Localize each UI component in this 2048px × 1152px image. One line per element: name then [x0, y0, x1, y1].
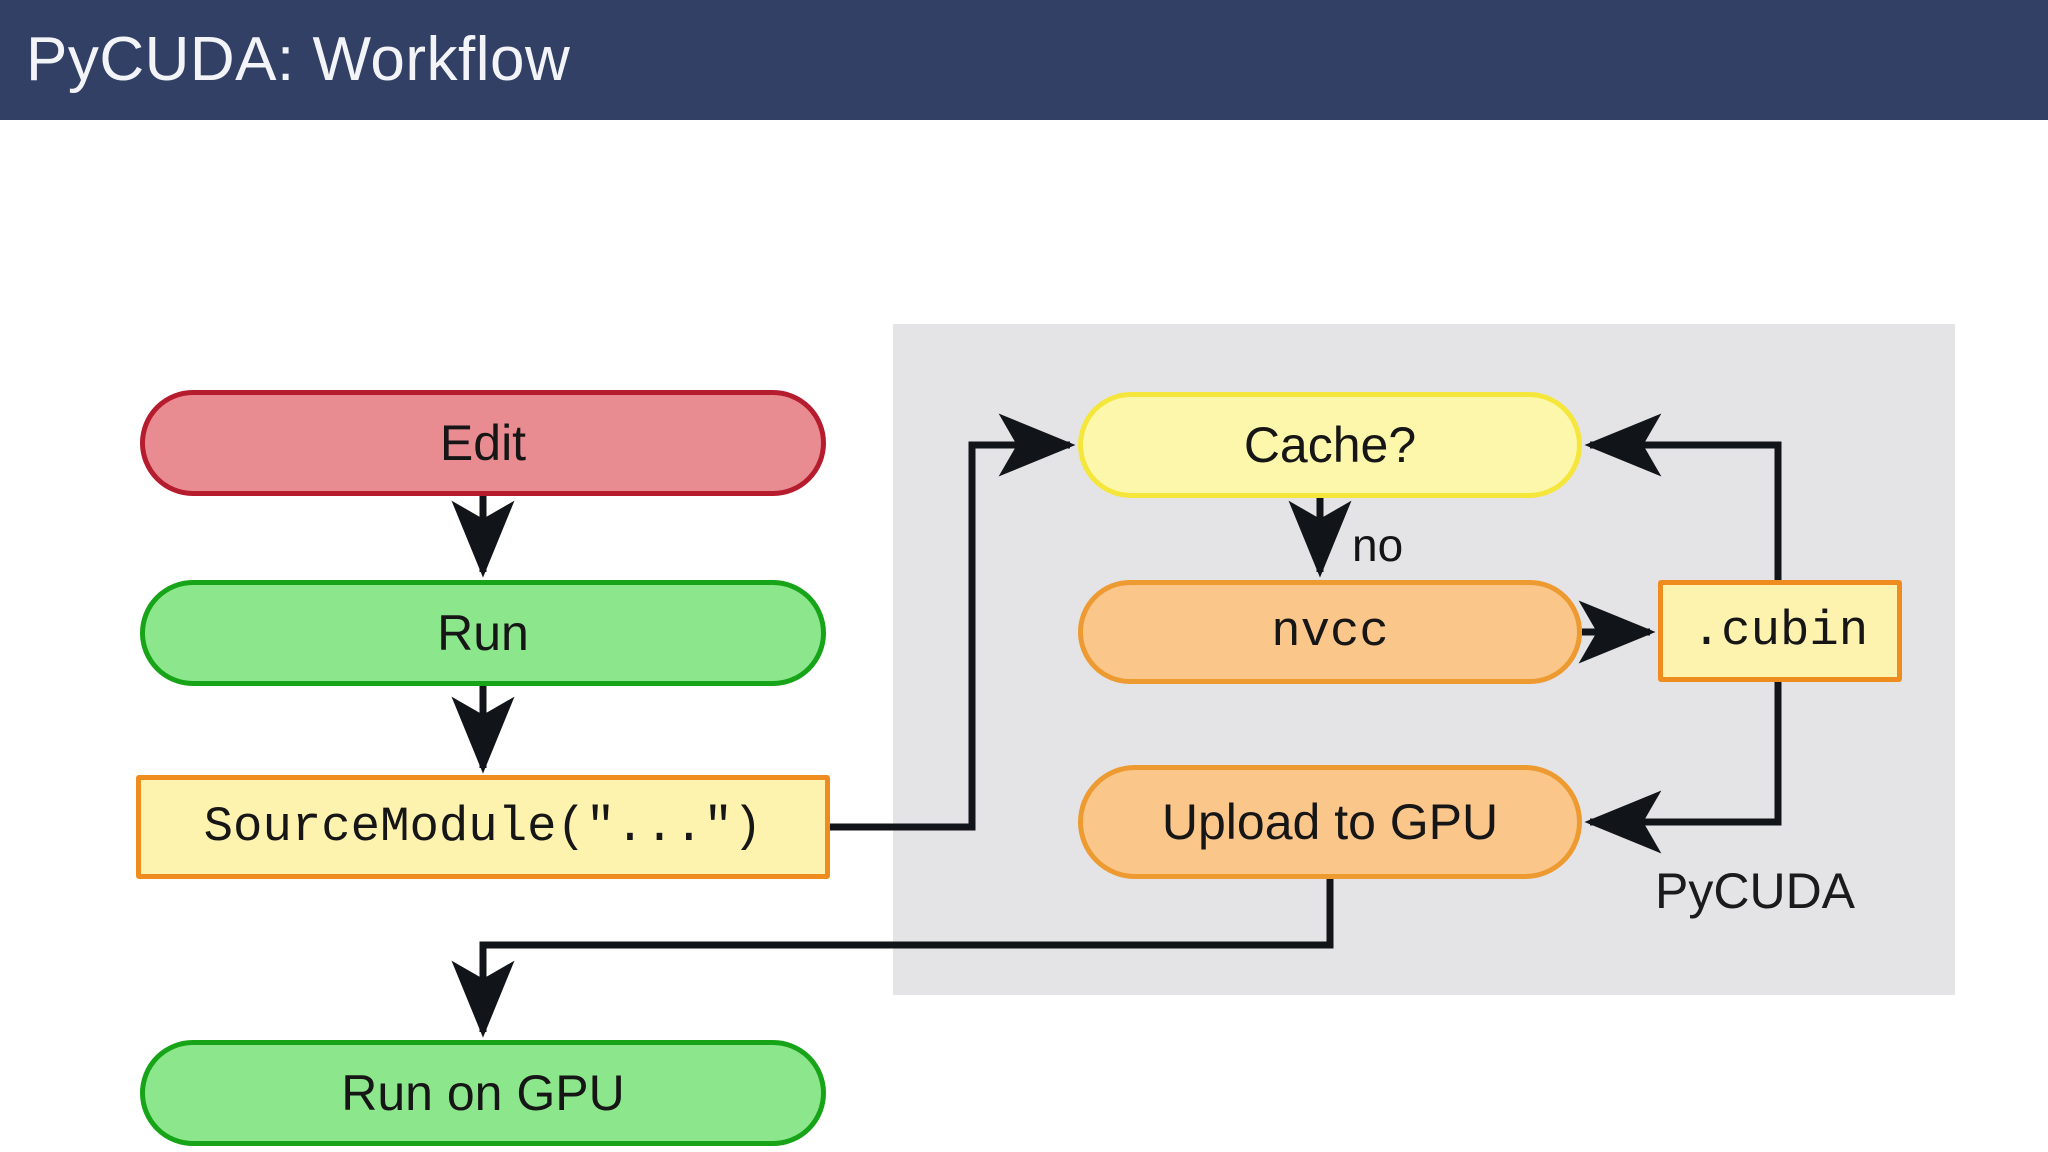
connector-layer [451, 413, 1782, 1038]
node-run[interactable]: Run [140, 580, 826, 686]
node-upload[interactable]: Upload to GPU [1078, 765, 1582, 879]
workflow-diagram: PyCUDA no Edit Run SourceModule("...") C… [0, 120, 2048, 1152]
node-cubin[interactable]: .cubin [1658, 580, 1902, 682]
node-cache[interactable]: Cache? [1078, 392, 1582, 498]
page-title: PyCUDA: Workflow [26, 25, 571, 94]
edge-sourcemodule-to-cache [830, 413, 1076, 831]
header-bar-notch [2008, 0, 2048, 116]
edge-cubin-to-cache [1584, 413, 1782, 580]
edge-upload-to-run-on-gpu [451, 879, 1334, 1038]
edge-label-no: no [1352, 519, 1404, 571]
node-edit[interactable]: Edit [140, 390, 826, 496]
pycuda-group-label: PyCUDA [1655, 863, 1856, 919]
edge-cubin-to-upload [1584, 682, 1782, 854]
node-run-on-gpu[interactable]: Run on GPU [140, 1040, 826, 1146]
node-sourcemodule[interactable]: SourceModule("...") [136, 775, 830, 879]
node-nvcc[interactable]: nvcc [1078, 580, 1582, 684]
slide-header-bar: PyCUDA: Workflow [0, 0, 2048, 120]
